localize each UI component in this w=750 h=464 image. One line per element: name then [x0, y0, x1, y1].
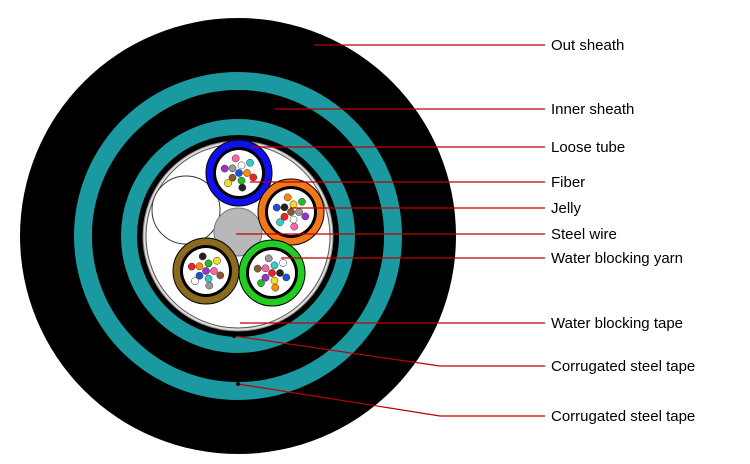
label-fiber: Fiber [551, 174, 585, 191]
steel-wire [213, 207, 263, 257]
fiber [282, 273, 291, 282]
fiber [289, 215, 298, 224]
fiber [195, 271, 204, 280]
fiber [224, 179, 232, 188]
fiber [301, 212, 310, 221]
fiber [289, 200, 298, 209]
fiber [216, 271, 225, 280]
fiber [205, 281, 214, 290]
fiber [253, 264, 262, 273]
fiber [238, 183, 247, 192]
label-water-blocking-yarn: Water blocking yarn [551, 250, 683, 267]
fiber [276, 218, 284, 227]
label-loose-tube: Loose tube [551, 139, 625, 156]
fiber [249, 173, 258, 182]
fiber [298, 197, 306, 206]
label-steel-wire: Steel wire [551, 226, 617, 243]
water-blocking-yarn [151, 175, 221, 245]
fiber [228, 164, 237, 173]
fiber [228, 173, 237, 182]
loose-tube-blue [205, 139, 273, 207]
fiber [280, 212, 289, 221]
label-corrugated-steel-tape-2: Corrugated steel tape [551, 408, 695, 425]
loose-tube-orange [257, 178, 325, 246]
fiber [210, 267, 218, 275]
corrugated-steel-tape-inner [121, 119, 355, 353]
leader-lines [233, 44, 545, 417]
fiber [261, 264, 270, 273]
leader-line-corrugated-steel-tape-2 [237, 383, 545, 417]
fiber [237, 161, 246, 170]
fiber [198, 252, 207, 261]
fiber [187, 262, 196, 271]
fiber [213, 256, 221, 265]
fiber [191, 277, 199, 286]
fiber [257, 279, 265, 288]
fiber [270, 276, 279, 285]
fiber [283, 193, 292, 202]
label-out-sheath: Out sheath [551, 37, 624, 54]
fiber [268, 269, 276, 277]
corrugated-steel-tape-outer [74, 72, 402, 400]
fiber [235, 169, 243, 177]
fiber [204, 274, 213, 283]
fiber [276, 269, 284, 277]
fiber [264, 254, 273, 263]
fiber [243, 169, 251, 177]
fiber [280, 203, 289, 212]
fiber [290, 222, 299, 231]
fiber [272, 203, 281, 212]
fiber [195, 262, 204, 271]
fiber [237, 176, 246, 185]
fiber [231, 154, 240, 163]
leader-line-corrugated-steel-tape-1 [233, 335, 545, 367]
fiber [204, 259, 213, 268]
loose-tube-green [238, 239, 306, 307]
fiber [261, 273, 270, 282]
loose-tube-brown [172, 237, 240, 305]
label-jelly: Jelly [551, 200, 582, 217]
fiber [271, 283, 280, 292]
fiber [295, 208, 303, 216]
label-corrugated-steel-tape-1: Corrugated steel tape [551, 358, 695, 375]
fiber [202, 267, 210, 275]
fiber [220, 164, 229, 173]
label-inner-sheath: Inner sheath [551, 101, 634, 118]
fiber [270, 261, 279, 270]
leader-dots [232, 43, 314, 386]
fiber [246, 158, 254, 167]
fiber [287, 208, 295, 216]
fiber [279, 258, 287, 267]
label-water-blocking-tape: Water blocking tape [551, 315, 683, 332]
